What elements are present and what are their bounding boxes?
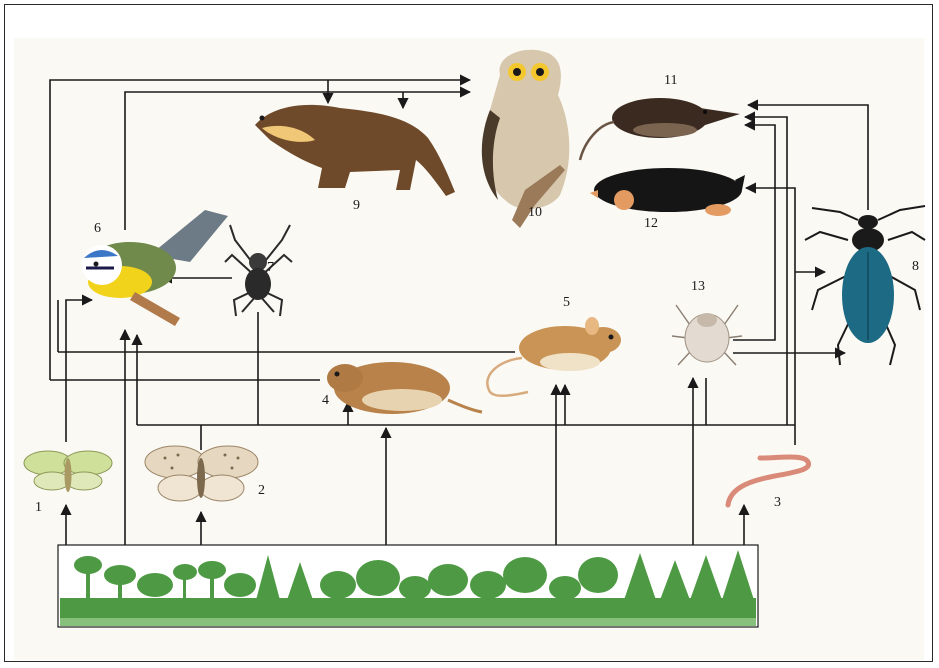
mite-icon [672, 305, 742, 365]
label-8: 8 [912, 259, 919, 274]
ground-beetle-icon [805, 206, 925, 365]
label-1: 1 [35, 500, 42, 515]
label-3: 3 [774, 495, 781, 510]
label-6: 6 [94, 221, 101, 236]
label-5: 5 [563, 295, 570, 310]
spider-icon [225, 225, 292, 316]
label-7: 7 [267, 260, 274, 275]
shrew-icon [580, 98, 740, 160]
earthworm-icon [728, 457, 809, 505]
label-13: 13 [691, 279, 705, 294]
label-4: 4 [322, 393, 329, 408]
wood-mouse-icon [487, 317, 621, 396]
blue-tit-icon [82, 210, 228, 326]
vole-icon [327, 362, 482, 414]
green-moth-icon [24, 451, 112, 492]
label-11: 11 [664, 73, 677, 88]
label-9: 9 [353, 198, 360, 213]
label-10: 10 [528, 205, 542, 220]
mole-icon [590, 168, 745, 216]
label-2: 2 [258, 483, 265, 498]
patterned-moth-icon [145, 446, 258, 501]
forest-strip [58, 545, 758, 627]
marten-icon [255, 105, 455, 196]
label-12: 12 [644, 216, 658, 231]
owl-icon [482, 50, 569, 228]
